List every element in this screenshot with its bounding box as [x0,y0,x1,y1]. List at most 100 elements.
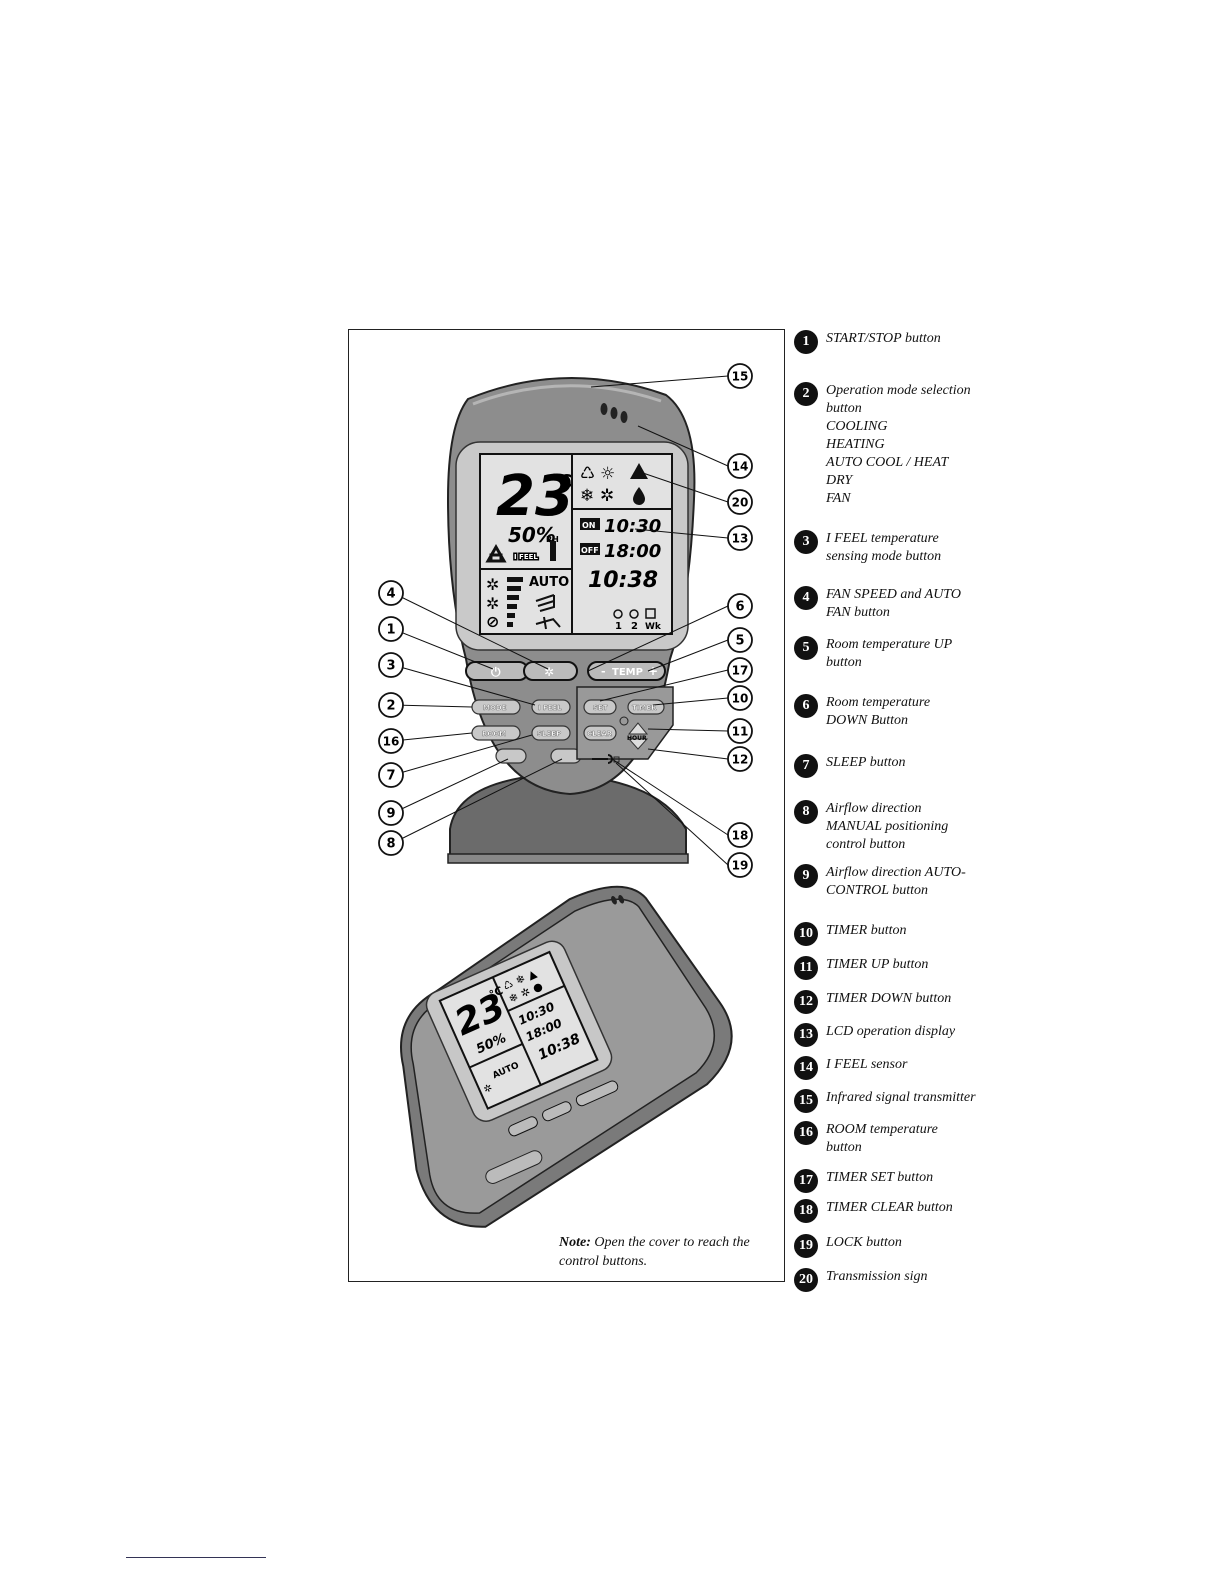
leader-lines [392,375,729,866]
legend-number: 18 [794,1199,818,1223]
home-icon [485,543,507,563]
svg-text:MODE: MODE [483,704,507,712]
snowflake-icon: ❄ [580,486,594,506]
callout-9: 9 [378,800,404,826]
timer-up-button[interactable] [627,722,649,735]
legend-description: TIMER button [826,922,907,940]
fan-speed-bars [507,577,523,582]
legend-line: AUTO COOL / HEAT [826,455,949,470]
callout-17: 17 [727,657,753,683]
note-line1: Open the cover to reach the [590,1235,750,1250]
drop-icon [633,487,645,505]
legend-description: LOCK button [826,1234,902,1252]
callout-5: 5 [727,627,753,653]
legend-number: 12 [794,990,818,1014]
svg-text:3: 3 [386,659,395,674]
legend-item-18: 18 TIMER CLEAR button [794,1199,953,1223]
svg-text:13: 13 [732,532,749,546]
svg-text:10: 10 [732,692,749,706]
lcd-humidity: 50% [508,523,556,547]
lcd-on-time: 10:30 [604,516,661,537]
fan-speed-button[interactable] [523,661,578,681]
legend-number: 6 [794,694,818,718]
timer-set-button[interactable] [583,699,617,715]
callout-10: 10 [727,685,753,711]
legend-line: Airflow direction AUTO- [826,865,966,880]
svg-text:9: 9 [386,807,395,822]
note-line2: control buttons. [559,1254,648,1269]
callout-20: 20 [727,489,753,515]
legend-number: 19 [794,1234,818,1258]
legend-number: 10 [794,922,818,946]
callout-6: 6 [727,593,753,619]
legend-item-7: 7 SLEEP button [794,754,905,778]
ifeel-sensor-icon [600,403,608,415]
transmission-icon [630,463,648,479]
ifeel-button[interactable] [531,699,571,715]
legend-description: Transmission sign [826,1268,928,1286]
legend-number: 8 [794,800,818,824]
svg-text:✲: ✲ [486,594,499,613]
svg-text:5: 5 [735,634,744,649]
timer-down-button[interactable] [627,738,649,750]
auto-mode-icon: ♺ [580,464,595,484]
legend-number: 17 [794,1169,818,1193]
sleep-button[interactable] [531,725,571,741]
lcd-temperature: 23 [496,464,574,529]
legend-line: Operation mode selection [826,383,971,398]
legend-line: TIMER CLEAR button [826,1200,953,1215]
legend-line: SLEEP button [826,755,906,770]
remote-front-view: 23 °C 50% RH I FEEL ✲ ✲ ⊘ AUTO ♺ ☼ ❄ ✲ O… [392,375,729,866]
legend-item-17: 17 TIMER SET button [794,1169,933,1193]
legend-line: TIMER DOWN button [826,991,952,1006]
temp-minus-label: - [601,665,606,678]
airflow-manual-button[interactable] [495,748,527,764]
legend-description: TIMER SET button [826,1169,933,1187]
legend-line: MANUAL positioning [826,819,949,834]
temp-label: TEMP [612,667,643,678]
svg-text:°C: °C [487,984,505,1001]
lcd-timer2: 2 [631,621,638,632]
legend-description: Airflow direction AUTO-CONTROL button [826,864,966,900]
callout-1: 1 [378,616,404,642]
svg-text:✲: ✲ [544,665,554,679]
legend-line: HEATING [826,437,885,452]
legend-description: Infrared signal transmitter [826,1089,976,1107]
legend-number: 20 [794,1268,818,1292]
legend-line: Infrared signal transmitter [826,1090,976,1105]
legend-description: START/STOP button [826,330,941,348]
legend-line: Room temperature [826,695,931,710]
callout-19: 19 [727,852,753,878]
svg-text:SLEEP: SLEEP [537,730,561,738]
legend-line: Room temperature UP [826,637,953,652]
timer-clear-button[interactable] [583,725,617,741]
legend-line: control button [826,837,906,852]
timer-button[interactable] [627,699,665,715]
svg-text:7: 7 [386,769,395,784]
legend-item-10: 10 TIMER button [794,922,907,946]
legend-line: sensing mode button [826,549,942,564]
legend-description: TIMER UP button [826,956,928,974]
callout-12: 12 [727,746,753,772]
svg-text:✲: ✲ [482,1083,494,1096]
legend-line: FAN button [826,605,890,620]
legend-line: button [826,1140,862,1155]
lcd-off-time: 18:00 [604,541,661,562]
legend-number: 7 [794,754,818,778]
swing-icon [535,616,561,630]
svg-text:8: 8 [386,837,395,852]
legend-description: ROOM temperature button [826,1121,938,1157]
legend-line: ROOM temperature [826,1122,938,1137]
callout-15: 15 [727,363,753,389]
legend-line: FAN [826,491,851,506]
legend-number: 14 [794,1056,818,1080]
legend-number: 5 [794,636,818,660]
legend-line: START/STOP button [826,331,941,346]
remote-perspective-view: 23 °C 50% ♺ ❄ ▲ ❄ ✲ ● 10:30 18:00 10:38 … [400,885,733,1228]
legend-line: LOCK button [826,1235,902,1250]
